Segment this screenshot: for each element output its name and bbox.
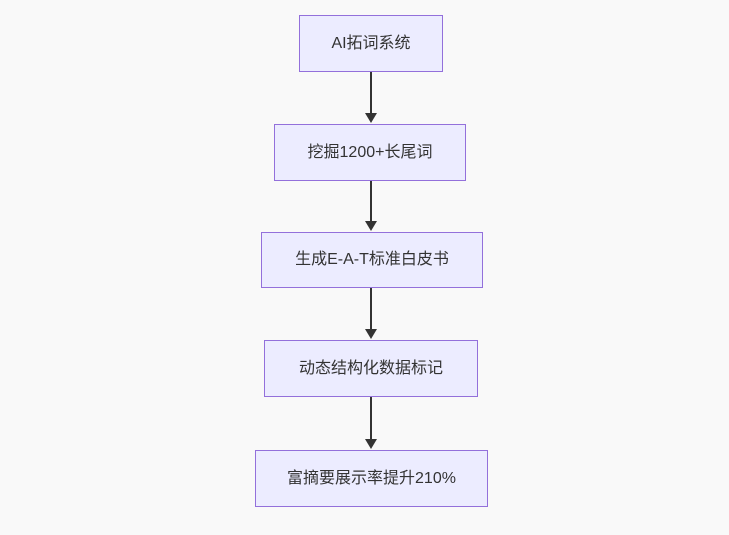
arrowhead-down-icon: [365, 439, 377, 449]
edge-line-2-to-3: [370, 181, 372, 223]
flowchart-node-step-4: 动态结构化数据标记: [264, 340, 478, 397]
flowchart-node-step-5: 富摘要展示率提升210%: [255, 450, 488, 507]
arrowhead-down-icon: [365, 113, 377, 123]
flowchart-node-step-1: AI拓词系统: [299, 15, 443, 72]
node-label: 动态结构化数据标记: [298, 359, 443, 377]
edge-line-1-to-2: [370, 72, 372, 115]
node-label: 挖掘1200+长尾词: [307, 143, 433, 161]
arrowhead-down-icon: [365, 329, 377, 339]
arrowhead-down-icon: [365, 221, 377, 231]
flowchart-node-step-3: 生成E-A-T标准白皮书: [261, 232, 483, 288]
node-label: AI拓词系统: [331, 34, 411, 52]
node-label: 富摘要展示率提升210%: [287, 469, 456, 487]
edge-line-4-to-5: [370, 397, 372, 441]
node-label: 生成E-A-T标准白皮书: [295, 251, 449, 268]
flowchart-node-step-2: 挖掘1200+长尾词: [274, 124, 466, 181]
edge-line-3-to-4: [370, 288, 372, 331]
